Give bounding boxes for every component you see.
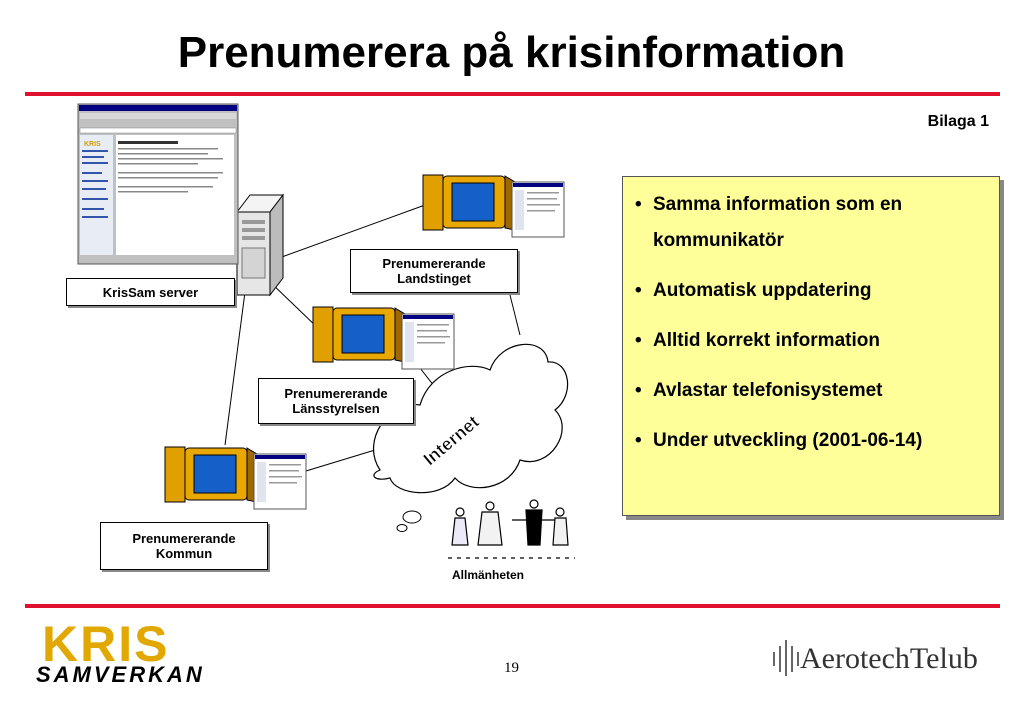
landstinget-label-line2: Landstinget bbox=[397, 271, 471, 286]
public-label: Allmänheten bbox=[452, 568, 525, 582]
benefit-item: Avlastar telefonisystemet bbox=[635, 373, 999, 409]
link-server-kommun bbox=[224, 291, 246, 446]
kris-samverkan-logo: KRIS SAMVERKAN bbox=[36, 616, 205, 686]
svg-text:KRIS: KRIS bbox=[84, 141, 101, 148]
link-server-landstinget bbox=[267, 204, 426, 263]
kommun-label-box: Prenumererande Kommun bbox=[100, 522, 268, 570]
benefit-item: Samma information som en kommunikatör bbox=[635, 187, 999, 259]
aerotech-text: AerotechTelub bbox=[800, 642, 978, 675]
top-rule bbox=[25, 92, 1000, 96]
computer-lansstyrelsen-icon bbox=[312, 306, 455, 370]
kommun-label-line1: Prenumererande bbox=[132, 531, 236, 546]
internet-cloud bbox=[373, 343, 569, 494]
benefit-item: Automatisk uppdatering bbox=[635, 273, 999, 309]
slide-title: Prenumerera på krisinformation bbox=[177, 28, 846, 77]
link-server-lansstyrelsen bbox=[267, 279, 321, 331]
benefits-box: Samma information som en kommunikatör Au… bbox=[622, 176, 1000, 516]
landstinget-label-line1: Prenumererande bbox=[382, 256, 486, 271]
lansstyrelsen-label-box: Prenumererande Länsstyrelsen bbox=[258, 378, 414, 424]
bottom-rule bbox=[25, 604, 1000, 608]
lansstyrelsen-label-line1: Prenumererande bbox=[284, 386, 388, 401]
server-label: KrisSam server bbox=[102, 284, 199, 300]
public-people-icon bbox=[448, 499, 575, 559]
computer-kommun-icon bbox=[164, 446, 307, 510]
aerotech-emblem-icon bbox=[773, 640, 799, 676]
bilaga-label: Bilaga 1 bbox=[927, 113, 989, 130]
page-number: 19 bbox=[504, 660, 519, 676]
server-label-box: KrisSam server bbox=[66, 278, 235, 306]
landstinget-label-box: Prenumererande Landstinget bbox=[350, 249, 518, 293]
kris-logo-bottom: SAMVERKAN bbox=[36, 662, 205, 687]
computer-landstinget-icon bbox=[422, 174, 565, 238]
benefit-item: Alltid korrekt information bbox=[635, 323, 999, 359]
browser-window-icon: KRIS bbox=[77, 103, 239, 265]
cloud-bubble-1 bbox=[402, 510, 422, 524]
kris-logo-top: KRIS bbox=[42, 616, 170, 672]
cloud-bubble-2 bbox=[396, 524, 408, 532]
benefit-item: Under utveckling (2001-06-14) bbox=[635, 423, 999, 459]
server-tower-icon bbox=[235, 193, 285, 297]
benefits-list: Samma information som en kommunikatör Au… bbox=[623, 177, 999, 459]
lansstyrelsen-label-line2: Länsstyrelsen bbox=[292, 401, 380, 416]
kommun-label-line2: Kommun bbox=[155, 546, 213, 561]
